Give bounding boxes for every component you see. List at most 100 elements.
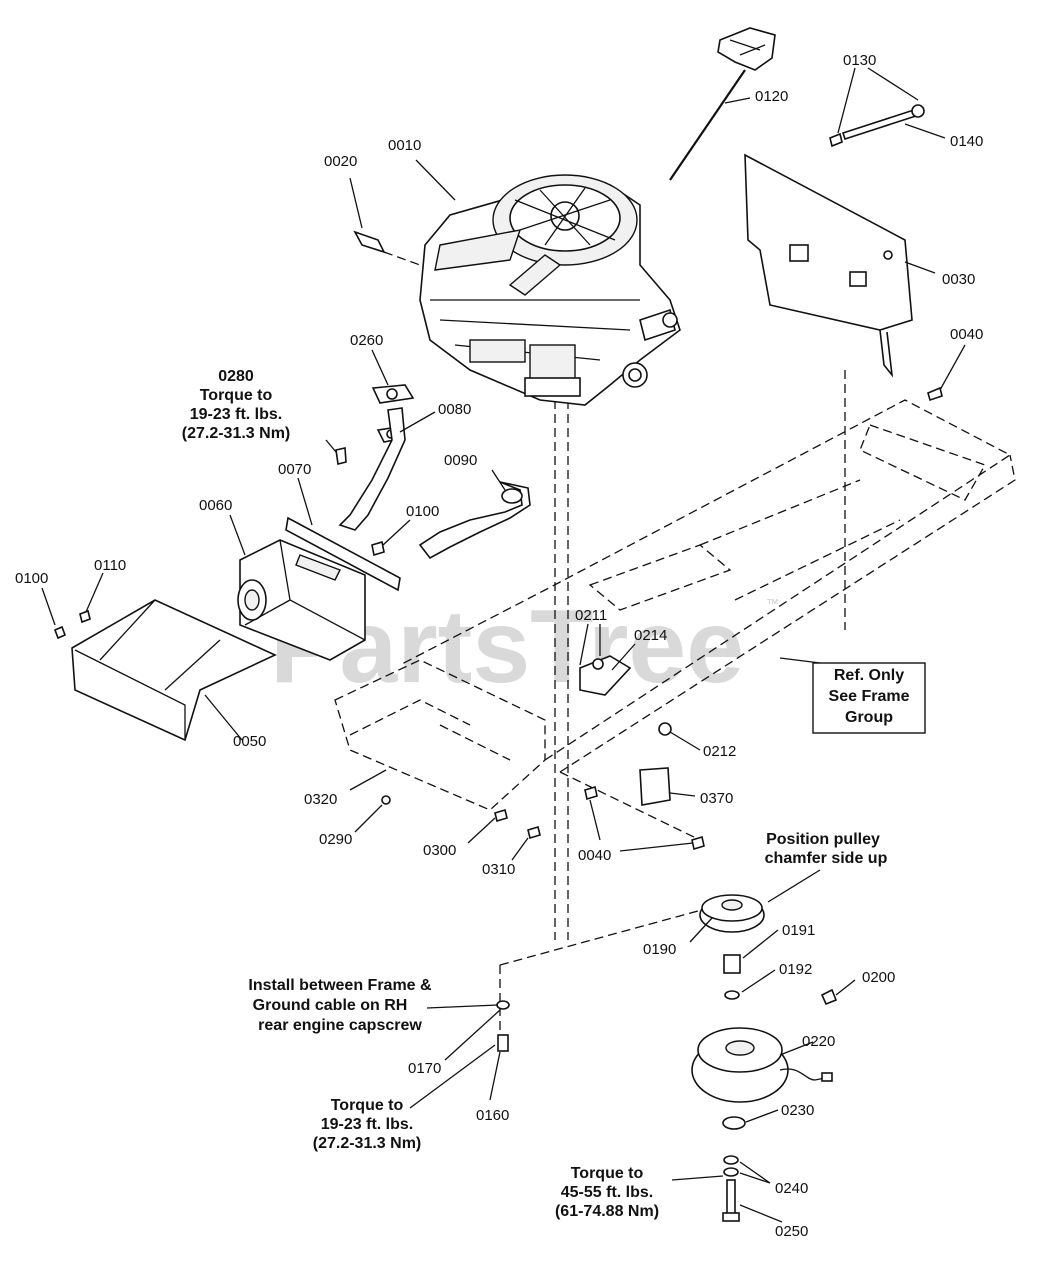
svg-text:(61-74.88 Nm): (61-74.88 Nm) [555,1203,659,1220]
plate-0370 [639,767,671,806]
engine-centerline [499,400,721,1040]
callout-0191: 0191 [782,922,815,939]
frame-outline [399,370,1016,841]
callout-0211: 0211 [575,607,607,624]
callout-0190: 0190 [643,941,676,958]
washer-0240 [723,1155,739,1165]
callout-0220: 0220 [802,1033,835,1050]
svg-text:19-23 ft. lbs.: 19-23 ft. lbs. [190,406,282,423]
spacer-0191 [723,954,741,974]
callout-0170: 0170 [408,1060,441,1077]
fitting-0020 [353,230,421,266]
svg-text:Torque to: Torque to [200,387,273,404]
callout-0060: 0060 [199,497,232,514]
heat-shield-0030 [744,153,913,378]
callout-0192: 0192 [779,961,812,978]
clutch-0220 [691,1027,833,1103]
callout-0030: 0030 [942,271,975,288]
note-pulley: Position pulley chamfer side up [765,831,888,867]
note-install: Install between Frame & Ground cable on … [248,977,432,1034]
muffler-0060 [237,539,366,661]
callout-0040-upper: 0040 [950,326,983,343]
screw-0310 [527,825,541,840]
svg-text:0280: 0280 [218,368,254,385]
callout-0090: 0090 [444,452,477,469]
washer-0300 [494,808,508,823]
svg-text:Ref. Only: Ref. Only [834,667,904,684]
callout-0140: 0140 [950,133,983,150]
callout-0040-lower: 0040 [578,847,611,864]
svg-text:(27.2-31.3 Nm): (27.2-31.3 Nm) [182,425,291,442]
bolt-0100 [371,540,385,557]
callout-0370: 0370 [700,790,733,807]
callout-0250: 0250 [775,1223,808,1240]
screw-0040-lower-a [584,785,598,801]
baffle-0320 [334,659,546,811]
rod-0140 [829,104,925,148]
bolt-0250 [726,1179,736,1216]
callout-0310: 0310 [482,861,515,878]
callout-0120: 0120 [755,88,788,105]
callout-labels: 0010 0020 0030 0040 0040 0050 0060 0070 … [15,52,983,1240]
callout-0240: 0240 [775,1180,808,1197]
callout-0010: 0010 [388,137,421,154]
callout-0130: 0130 [843,52,876,69]
key-0200 [820,988,838,1006]
washer-0170 [496,1000,510,1010]
nut-0110 [79,609,91,624]
callout-0230: 0230 [781,1102,814,1119]
callout-0214: 0214 [634,627,667,644]
note-torque-0250: Torque to 45-55 ft. lbs. (61-74.88 Nm) [555,1165,659,1220]
callout-0070: 0070 [278,461,311,478]
washer-0192 [724,990,740,1000]
callout-0110: 0110 [94,557,126,574]
callout-0020: 0020 [324,153,357,170]
note-torque-0160: Torque to 19-23 ft. lbs. (27.2-31.3 Nm) [313,1097,422,1152]
note-torque-0280: 0280 Torque to 19-23 ft. lbs. (27.2-31.3… [182,368,291,442]
svg-text:Torque to: Torque to [571,1165,644,1182]
callout-0100-left: 0100 [15,570,48,587]
callout-0100-right: 0100 [406,503,439,520]
gasket-0260 [371,384,415,404]
svg-text:19-23 ft. lbs.: 19-23 ft. lbs. [321,1116,413,1133]
throttle-control-0120 [669,27,776,181]
svg-text:See Frame: See Frame [829,688,910,705]
nut-0212 [658,722,672,736]
screw-0040-lower-b [691,835,705,851]
exhaust-pipe-0090 [418,481,531,560]
svg-text:(27.2-31.3 Nm): (27.2-31.3 Nm) [313,1135,422,1152]
svg-text:Position pulley: Position pulley [766,831,880,848]
bracket-0070 [285,516,401,592]
callout-0212: 0212 [703,743,736,760]
svg-text:chamfer side up: chamfer side up [765,850,888,867]
washer-0230 [722,1116,746,1130]
callout-0290: 0290 [319,831,352,848]
svg-text:rear engine capscrew: rear engine capscrew [258,1017,422,1034]
leader-lines [41,67,966,1223]
note-ref-frame: Ref. Only See Frame Group [829,667,910,726]
svg-text:Torque to: Torque to [331,1097,404,1114]
pulley-0190 [699,894,765,933]
callout-0200: 0200 [862,969,895,986]
callout-0160: 0160 [476,1107,509,1124]
muffler-guard-0050 [71,599,277,742]
callout-0260: 0260 [350,332,383,349]
svg-text:Ground cable on RH: Ground cable on RH [253,997,408,1014]
svg-text:Install between Frame &: Install between Frame & [248,977,432,994]
callout-0050: 0050 [233,733,266,750]
svg-text:45-55 ft. lbs.: 45-55 ft. lbs. [561,1184,653,1201]
ref-frame-box [812,662,926,734]
screw-0040-upper [927,386,943,402]
screw-0160 [497,1034,509,1052]
callout-0300: 0300 [423,842,456,859]
svg-text:Group: Group [845,709,893,726]
bolt-0280 [335,447,347,465]
callout-0320: 0320 [304,791,337,808]
nut-0290 [381,795,391,805]
watermark-trademark: ™ [766,596,779,611]
screw-0100-left [53,625,67,640]
exhaust-pipe-left [338,407,406,531]
callout-0080: 0080 [438,401,471,418]
